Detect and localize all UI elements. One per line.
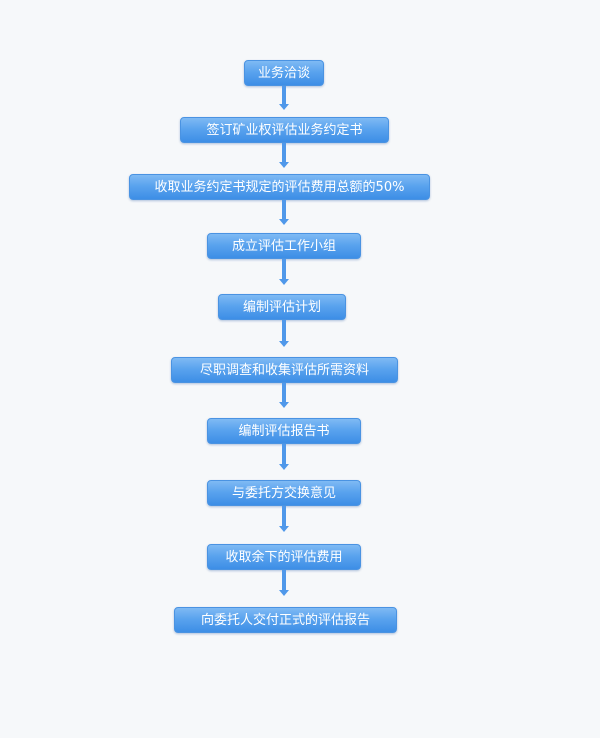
arrow-down-icon [279,383,289,408]
arrow-down-icon [279,444,289,470]
step-deliver-report: 向委托人交付正式的评估报告 [174,607,397,633]
arrow-down-icon [279,86,289,110]
step-sign-agreement: 签订矿业权评估业务约定书 [180,117,389,143]
step-due-diligence: 尽职调查和收集评估所需资料 [171,357,398,383]
arrow-down-icon [279,320,289,347]
step-collect-half-fee: 收取业务约定书规定的评估费用总额的50% [129,174,430,200]
step-business-negotiation: 业务洽谈 [244,60,324,86]
step-exchange-opinions: 与委托方交换意见 [207,480,361,506]
arrow-down-icon [279,200,289,225]
step-make-plan: 编制评估计划 [218,294,346,320]
arrow-down-icon [279,259,289,285]
arrow-down-icon [279,570,289,596]
arrow-down-icon [279,506,289,532]
step-collect-remaining-fee: 收取余下的评估费用 [207,544,361,570]
step-form-team: 成立评估工作小组 [207,233,361,259]
arrow-down-icon [279,143,289,168]
step-write-report: 编制评估报告书 [207,418,361,444]
